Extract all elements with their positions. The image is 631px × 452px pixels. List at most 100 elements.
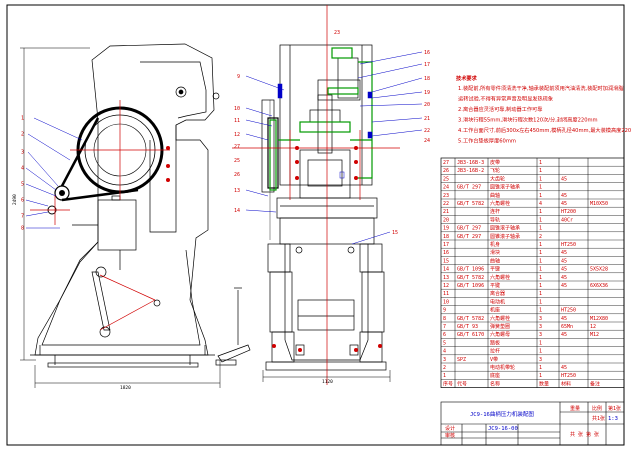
bom-cell: M12 (590, 332, 599, 338)
leader-label: 22 (424, 128, 430, 134)
leader-label: 23 (334, 30, 340, 36)
bom-cell: 滑块 (490, 249, 500, 256)
bom-cell: 3 (539, 324, 542, 330)
bom-cell: 26 (443, 168, 449, 174)
bom-cell: 16 (443, 250, 449, 256)
front-dimensions (262, 370, 391, 382)
bom-cell: 12 (443, 283, 449, 289)
bom-cell: 17 (443, 242, 449, 248)
bom-cell: 45 (561, 201, 567, 207)
note-line: 3.滑块行程55mm,滑块行程次数120次/分,封闭高度220mm (458, 116, 598, 124)
bom-cell: 1 (539, 275, 542, 281)
leader-label: 4 (21, 166, 24, 172)
bom-cell: V带 (490, 357, 498, 363)
front-red-markers (166, 146, 382, 352)
leader-label: 18 (424, 76, 430, 82)
bom-cell: HT250 (561, 242, 576, 248)
leader-label: 27 (234, 144, 240, 150)
bom-cell: 45 (561, 250, 567, 256)
bom-cell: 圆锥滚子轴承 (490, 233, 520, 240)
bom-cell: 7 (443, 324, 446, 330)
note-line: 4.工作台面尺寸,前后300x左右450mm,模柄孔径40mm,最大装模高度22… (458, 126, 631, 134)
bom-header-cell: 数量 (539, 380, 549, 387)
technical-notes: 1.装配前,所有零件须清洗干净,轴承装配前须用汽油清洗,装配时加润滑脂 运转试验… (458, 84, 631, 145)
bom-cell: HT250 (561, 373, 576, 379)
bom-cell: 8 (443, 316, 446, 322)
leader-label: 14 (234, 208, 240, 214)
bom-cell: 1 (539, 340, 542, 346)
leader-label: 25 (234, 158, 240, 164)
bom-header-cell: 序号 (443, 380, 453, 387)
bom-cell: GB/T 297 (457, 185, 481, 191)
leader-label: 21 (424, 116, 430, 122)
title-sheet-no: 第1张 (608, 405, 621, 412)
leader-label: 20 (424, 102, 430, 108)
bom-cell: GB/T 1096 (457, 283, 484, 289)
bom-cell: 1 (539, 250, 542, 256)
bom-cell: 2 (443, 365, 446, 371)
bom-cell: 1 (539, 185, 542, 191)
leader-label: 2 (21, 132, 24, 138)
title-text: JC9-16曲柄压力机装配图 (470, 410, 534, 418)
bom-cell: 45 (561, 332, 567, 338)
bom-cell: 大齿轮 (490, 175, 505, 182)
bom-cell: 5X5X28 (590, 267, 608, 273)
bom-cell: 45 (561, 267, 567, 273)
title-scale-label: 比例 (592, 405, 602, 412)
front-centerlines (232, 5, 400, 385)
bom-header-cell: 名称 (490, 380, 500, 387)
dim-width-front: 1120 (322, 379, 333, 385)
dim-height: 2490 (12, 194, 18, 205)
side-dimensions (20, 47, 221, 388)
leader-label: 15 (392, 230, 398, 236)
bom-cell: 2 (539, 234, 542, 240)
bom-cell: 3 (539, 332, 542, 338)
bom-cell: 3 (443, 357, 446, 363)
bom-cell: JB3-16B-2 (457, 168, 484, 174)
front-blue-parts (277, 83, 373, 179)
note-line: 运转试验,不得有异常声音及明显发热现象 (458, 95, 553, 103)
bom-cell: 45 (561, 365, 567, 371)
bom-cell: 6X6X36 (590, 283, 608, 289)
side-view (30, 43, 220, 368)
bom-cell: 电动机 (490, 298, 505, 305)
leader-label: 17 (424, 62, 430, 68)
bom-cell: GB/T 297 (457, 226, 481, 232)
bom-cell: 1 (539, 168, 542, 174)
bom-cell: 4 (539, 201, 542, 207)
bom-cell: 4 (443, 349, 446, 355)
bom-cell: 1 (539, 160, 542, 166)
bom-cell: 23 (443, 193, 449, 199)
bom-cell: 机身 (490, 241, 500, 248)
bom-cell: 1 (539, 299, 542, 305)
bom-cell: 1 (539, 291, 542, 297)
title-sheet-label: 共1张 (592, 415, 605, 422)
leader-label: 3 (21, 150, 24, 156)
bom-cell: 10 (443, 299, 449, 305)
bom-cell: GB/T 1096 (457, 267, 484, 273)
notes-title: 技术要求 (456, 74, 478, 82)
leader-label: 10 (234, 106, 240, 112)
leader-label: 6 (21, 198, 24, 204)
leader-label: 9 (237, 74, 240, 80)
bom-cell: 六角螺栓 (490, 315, 510, 322)
title-drawn: 设计 (445, 425, 455, 432)
bom-cell: 1 (539, 308, 542, 314)
bom-cell: 1 (539, 217, 542, 223)
bom-cell: 机座 (490, 307, 500, 314)
bom-cell: GB/T 5782 (457, 201, 484, 207)
bom-cell: 5 (443, 340, 446, 346)
pedal (215, 287, 251, 366)
bom-header-cell: 备注 (590, 380, 600, 387)
bom-cell: 15 (443, 258, 449, 264)
bom-cell: 1 (539, 242, 542, 248)
bom-cell: HT250 (561, 308, 576, 314)
bom-cell: 19 (443, 226, 449, 232)
leader-label: 8 (21, 226, 24, 232)
bom-cell: 3 (539, 316, 542, 322)
